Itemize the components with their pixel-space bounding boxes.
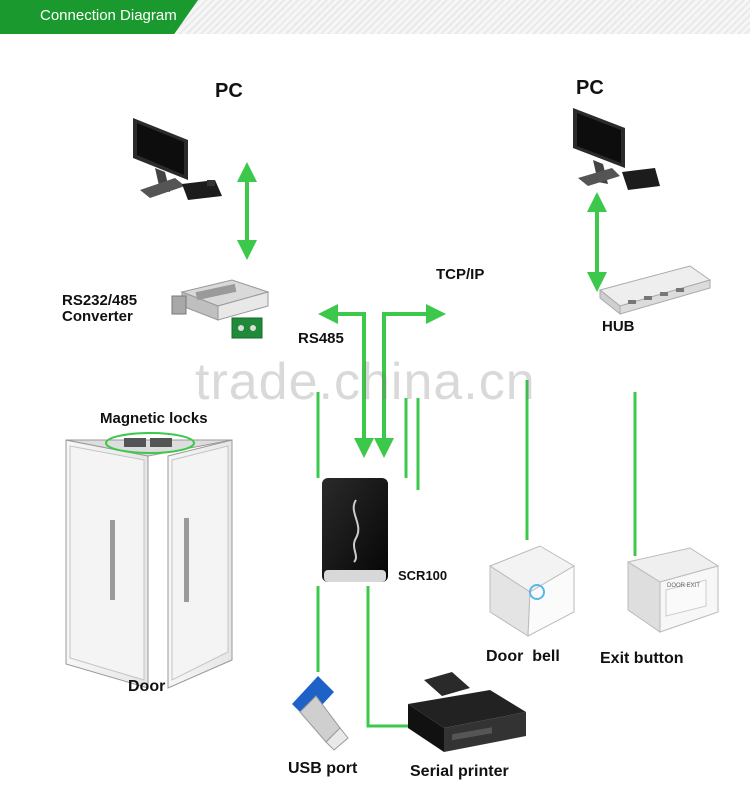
pc-left-label: PC [215, 80, 243, 102]
usb-port-label: USB port [288, 760, 358, 777]
rs485-label: RS485 [298, 330, 344, 347]
header-title: Connection Diagram [40, 7, 177, 24]
header-tab: Connection Diagram [0, 0, 198, 34]
converter-label-line2: Converter [62, 308, 133, 325]
converter-icon [171, 279, 270, 339]
door-bell-icon [488, 545, 575, 637]
reader-label: SCR100 [398, 568, 448, 583]
hub-label: HUB [602, 318, 635, 335]
pc-right-label: PC [576, 77, 604, 99]
exit-button-icon [626, 547, 720, 633]
pc-left-icon [133, 118, 222, 200]
tcpip-label: TCP/IP [436, 266, 485, 283]
exit-button-face-text: DOOR EXIT [667, 583, 700, 589]
printer-icon [408, 672, 526, 752]
serial-printer-label: Serial printer [410, 763, 509, 780]
printer-line [366, 586, 412, 728]
magnetic-locks-ring [105, 432, 195, 454]
door-label: Door [128, 678, 166, 695]
hub-icon [598, 265, 712, 316]
door-icon [65, 439, 233, 689]
magnetic-locks-label: Magnetic locks [100, 410, 208, 427]
watermark: trade.china.cn [195, 353, 536, 411]
pc-right-icon [573, 108, 660, 190]
magnetic-locks-icon [124, 438, 172, 447]
reader-icon [322, 478, 388, 582]
usb-stick-icon [292, 676, 349, 751]
exit-button-label: Exit button [600, 650, 684, 667]
door-bell-label: Door bell [486, 648, 560, 665]
converter-label-line1: RS232/485 [62, 292, 138, 309]
